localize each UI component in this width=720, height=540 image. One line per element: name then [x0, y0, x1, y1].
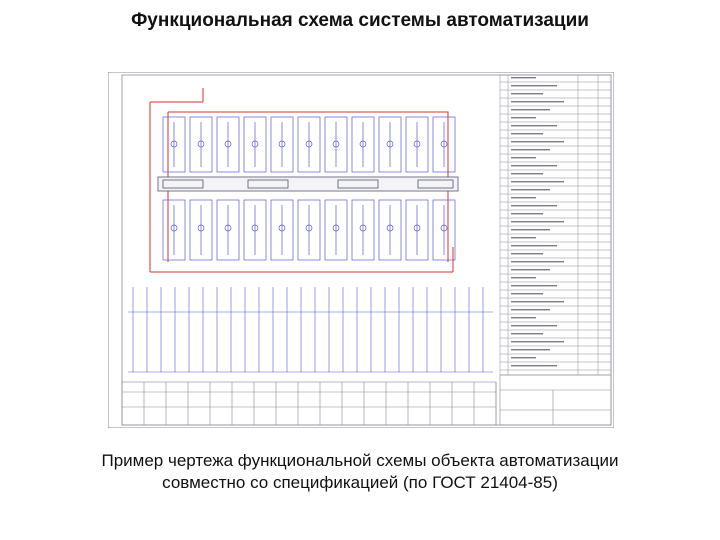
spec-row-text: [511, 85, 557, 87]
upper-device-cell: [216, 116, 240, 173]
instrument-symbol: [305, 224, 313, 232]
instrument-symbol: [251, 140, 259, 148]
instrument-symbol: [440, 140, 448, 148]
lower-device-cell: [243, 199, 267, 261]
instrument-symbol: [197, 224, 205, 232]
caption-line-1: Пример чертежа функциональной схемы объе…: [101, 451, 619, 470]
spec-row-text: [511, 165, 557, 167]
instrument-table: [121, 381, 497, 426]
lower-device-cell: [162, 199, 186, 261]
slide-title: Функциональная схема системы автоматизац…: [131, 10, 589, 31]
spec-row-text: [511, 285, 557, 287]
instrument-symbol: [305, 140, 313, 148]
spec-row-text: [511, 101, 564, 103]
spec-row-text: [511, 77, 536, 79]
spec-row-text: [511, 133, 543, 135]
instrument-symbol: [413, 224, 421, 232]
spec-row-text: [511, 365, 557, 367]
spec-row-text: [511, 213, 543, 215]
lower-device-cell: [324, 199, 348, 261]
instrument-symbol: [413, 140, 421, 148]
upper-device-grid: [162, 116, 456, 173]
spec-row-text: [511, 197, 536, 199]
instrument-symbol: [332, 140, 340, 148]
instrument-symbol: [440, 224, 448, 232]
instrument-symbol: [278, 224, 286, 232]
spec-row-text: [511, 189, 550, 191]
instrument-symbol: [278, 140, 286, 148]
spec-row-text: [511, 245, 557, 247]
instrument-symbol: [332, 224, 340, 232]
lower-device-cell: [216, 199, 240, 261]
instrument-symbol: [197, 140, 205, 148]
spec-row-text: [511, 117, 536, 119]
lower-device-cell: [297, 199, 321, 261]
spec-row-text: [511, 157, 536, 159]
lower-device-cell: [351, 199, 375, 261]
upper-device-cell: [351, 116, 375, 173]
spec-row-text: [511, 357, 536, 359]
instrument-symbol: [386, 140, 394, 148]
upper-device-cell: [432, 116, 456, 173]
lower-device-cell: [270, 199, 294, 261]
spec-row-text: [511, 261, 564, 263]
spec-row-text: [511, 277, 536, 279]
upper-device-cell: [162, 116, 186, 173]
lower-device-cell: [405, 199, 429, 261]
bus-bars: [157, 176, 459, 192]
spec-row-text: [511, 309, 550, 311]
spec-row-text: [511, 181, 564, 183]
instrument-symbol: [170, 140, 178, 148]
spec-row-text: [511, 221, 564, 223]
slide-caption: Пример чертежа функциональной схемы объе…: [60, 450, 660, 494]
spec-row-text: [511, 253, 543, 255]
upper-device-cell: [243, 116, 267, 173]
spec-row-text: [511, 141, 564, 143]
upper-device-cell: [378, 116, 402, 173]
field-lines: [128, 287, 493, 373]
upper-device-cell: [270, 116, 294, 173]
upper-device-cell: [189, 116, 213, 173]
upper-device-cell: [405, 116, 429, 173]
spec-row-text: [511, 93, 543, 95]
instrument-symbol: [251, 224, 259, 232]
upper-device-cell: [297, 116, 321, 173]
spec-row-text: [511, 173, 543, 175]
spec-row-text: [511, 229, 550, 231]
spec-row-text: [511, 333, 543, 335]
instrument-symbol: [359, 224, 367, 232]
spec-row-text: [511, 125, 557, 127]
lower-device-cell: [432, 199, 456, 261]
lower-device-cell: [378, 199, 402, 261]
instrument-symbol: [386, 224, 394, 232]
spec-row-text: [511, 349, 550, 351]
spec-row-text: [511, 109, 550, 111]
spec-row-text: [511, 269, 550, 271]
spec-row-text: [511, 301, 564, 303]
spec-row-text: [511, 293, 543, 295]
spec-row-text: [511, 325, 557, 327]
spec-row-text: [511, 237, 536, 239]
lower-device-cell: [189, 199, 213, 261]
spec-row-text: [511, 317, 536, 319]
spec-row-text: [511, 341, 564, 343]
drawing-title-block: [499, 374, 612, 426]
lower-device-grid: [162, 199, 456, 261]
instrument-symbol: [359, 140, 367, 148]
instrument-symbol: [224, 224, 232, 232]
spec-row-text: [511, 149, 550, 151]
spec-row-text: [511, 205, 557, 207]
instrument-symbol: [224, 140, 232, 148]
specification-table: [499, 74, 612, 376]
functional-scheme-drawing: [108, 72, 614, 428]
caption-line-2: совместно со спецификацией (по ГОСТ 2140…: [162, 473, 558, 492]
instrument-symbol: [170, 224, 178, 232]
upper-device-cell: [324, 116, 348, 173]
